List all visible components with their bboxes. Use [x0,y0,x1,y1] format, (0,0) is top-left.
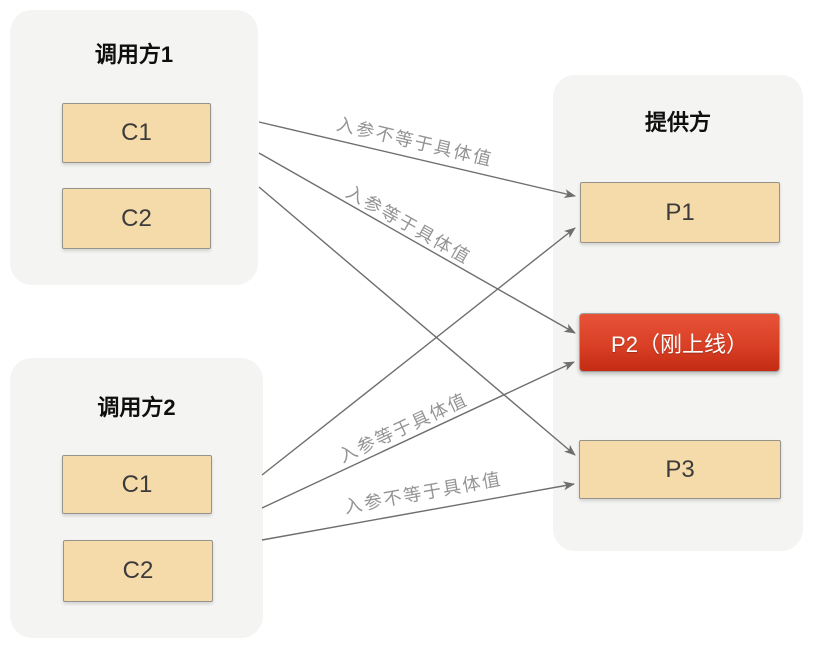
provider-title: 提供方 [644,110,711,135]
caller2-node-c2: C2 [63,540,213,602]
provider-node-p3: P3 [579,440,781,499]
edge-label-caller1-c1-p2: 入参等于具体值 [342,181,475,269]
edge-label-caller2-c2-p3: 入参不等于具体值 [342,468,504,518]
caller2-title: 调用方2 [97,395,176,420]
edge-label-caller1-c1-p1: 入参不等于具体值 [334,113,495,170]
caller2-node-c1: C1 [62,455,212,514]
provider-node-p1: P1 [580,182,780,243]
caller1-title: 调用方1 [94,42,174,67]
provider-node-p2-new: P2（刚上线） [579,313,780,372]
edge-label-caller2-c1-p2: 入参等于具体值 [335,389,472,467]
caller1-node-c1: C1 [62,103,211,163]
provider-group: 提供方 P1 P2（刚上线） P3 [553,75,803,551]
caller1-node-c2: C2 [62,188,211,249]
caller1-group: 调用方1 C1 C2 [10,10,258,285]
caller2-group: 调用方2 C1 C2 [10,358,263,638]
edge-caller2-c1-to-p1 [261,227,576,476]
